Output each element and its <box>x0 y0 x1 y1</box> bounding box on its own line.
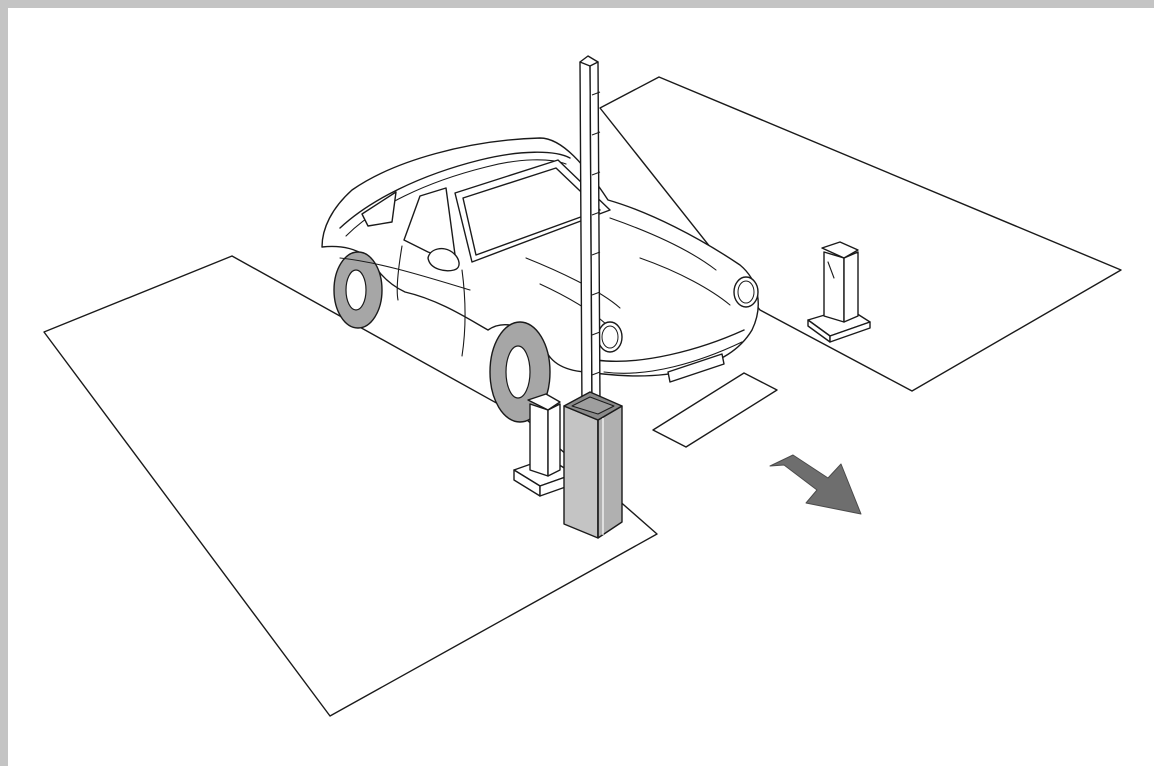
rear-quarter-window <box>361 191 397 227</box>
front-bumper-lower <box>603 341 743 374</box>
barrier-cabinet-side <box>597 405 623 539</box>
headlight-left-ring <box>601 325 619 349</box>
right-terminal-top <box>821 241 859 259</box>
right-terminal-base-front <box>829 321 871 343</box>
diagram-canvas <box>8 8 1154 766</box>
left-terminal-top <box>527 393 561 411</box>
body-crease <box>339 257 471 291</box>
barrier-cabinet-front <box>563 405 599 539</box>
induction-loop-marking <box>652 372 778 448</box>
door-seam-rear <box>396 245 403 301</box>
front-bumper <box>595 329 745 362</box>
right-terminal-body-side <box>843 251 859 323</box>
right-terminal-slot <box>827 261 835 279</box>
hood-line-1 <box>525 257 621 309</box>
barrier-gate <box>563 55 623 539</box>
front-hubcap <box>505 345 531 399</box>
door-seam-front <box>461 269 466 357</box>
side-mirror <box>427 247 460 272</box>
license-plate <box>667 353 725 383</box>
barrier-boom-side <box>589 57 601 409</box>
hood-line-2 <box>539 283 607 325</box>
windshield-inner <box>462 167 601 256</box>
left-terminal-body-side <box>547 403 561 477</box>
side-window <box>403 187 457 263</box>
rear-hubcap <box>345 269 367 311</box>
car-roofline <box>339 151 571 229</box>
left-ticket-terminal <box>513 393 575 497</box>
hood-line-3 <box>639 257 731 306</box>
hood-line-4 <box>609 217 717 271</box>
barrier-cabinet-top-bevel <box>571 396 615 415</box>
headlight-right-ring <box>737 280 755 304</box>
right-terminal-body-front <box>823 251 845 323</box>
parking-barrier-illustration <box>43 55 1122 717</box>
barrier-boom-tip <box>579 55 599 67</box>
left-terminal-body-front <box>529 403 549 477</box>
arrow-down-right-icon <box>769 454 862 515</box>
right-ticket-terminal <box>807 241 871 343</box>
barrier-boom-stripes <box>591 91 601 376</box>
